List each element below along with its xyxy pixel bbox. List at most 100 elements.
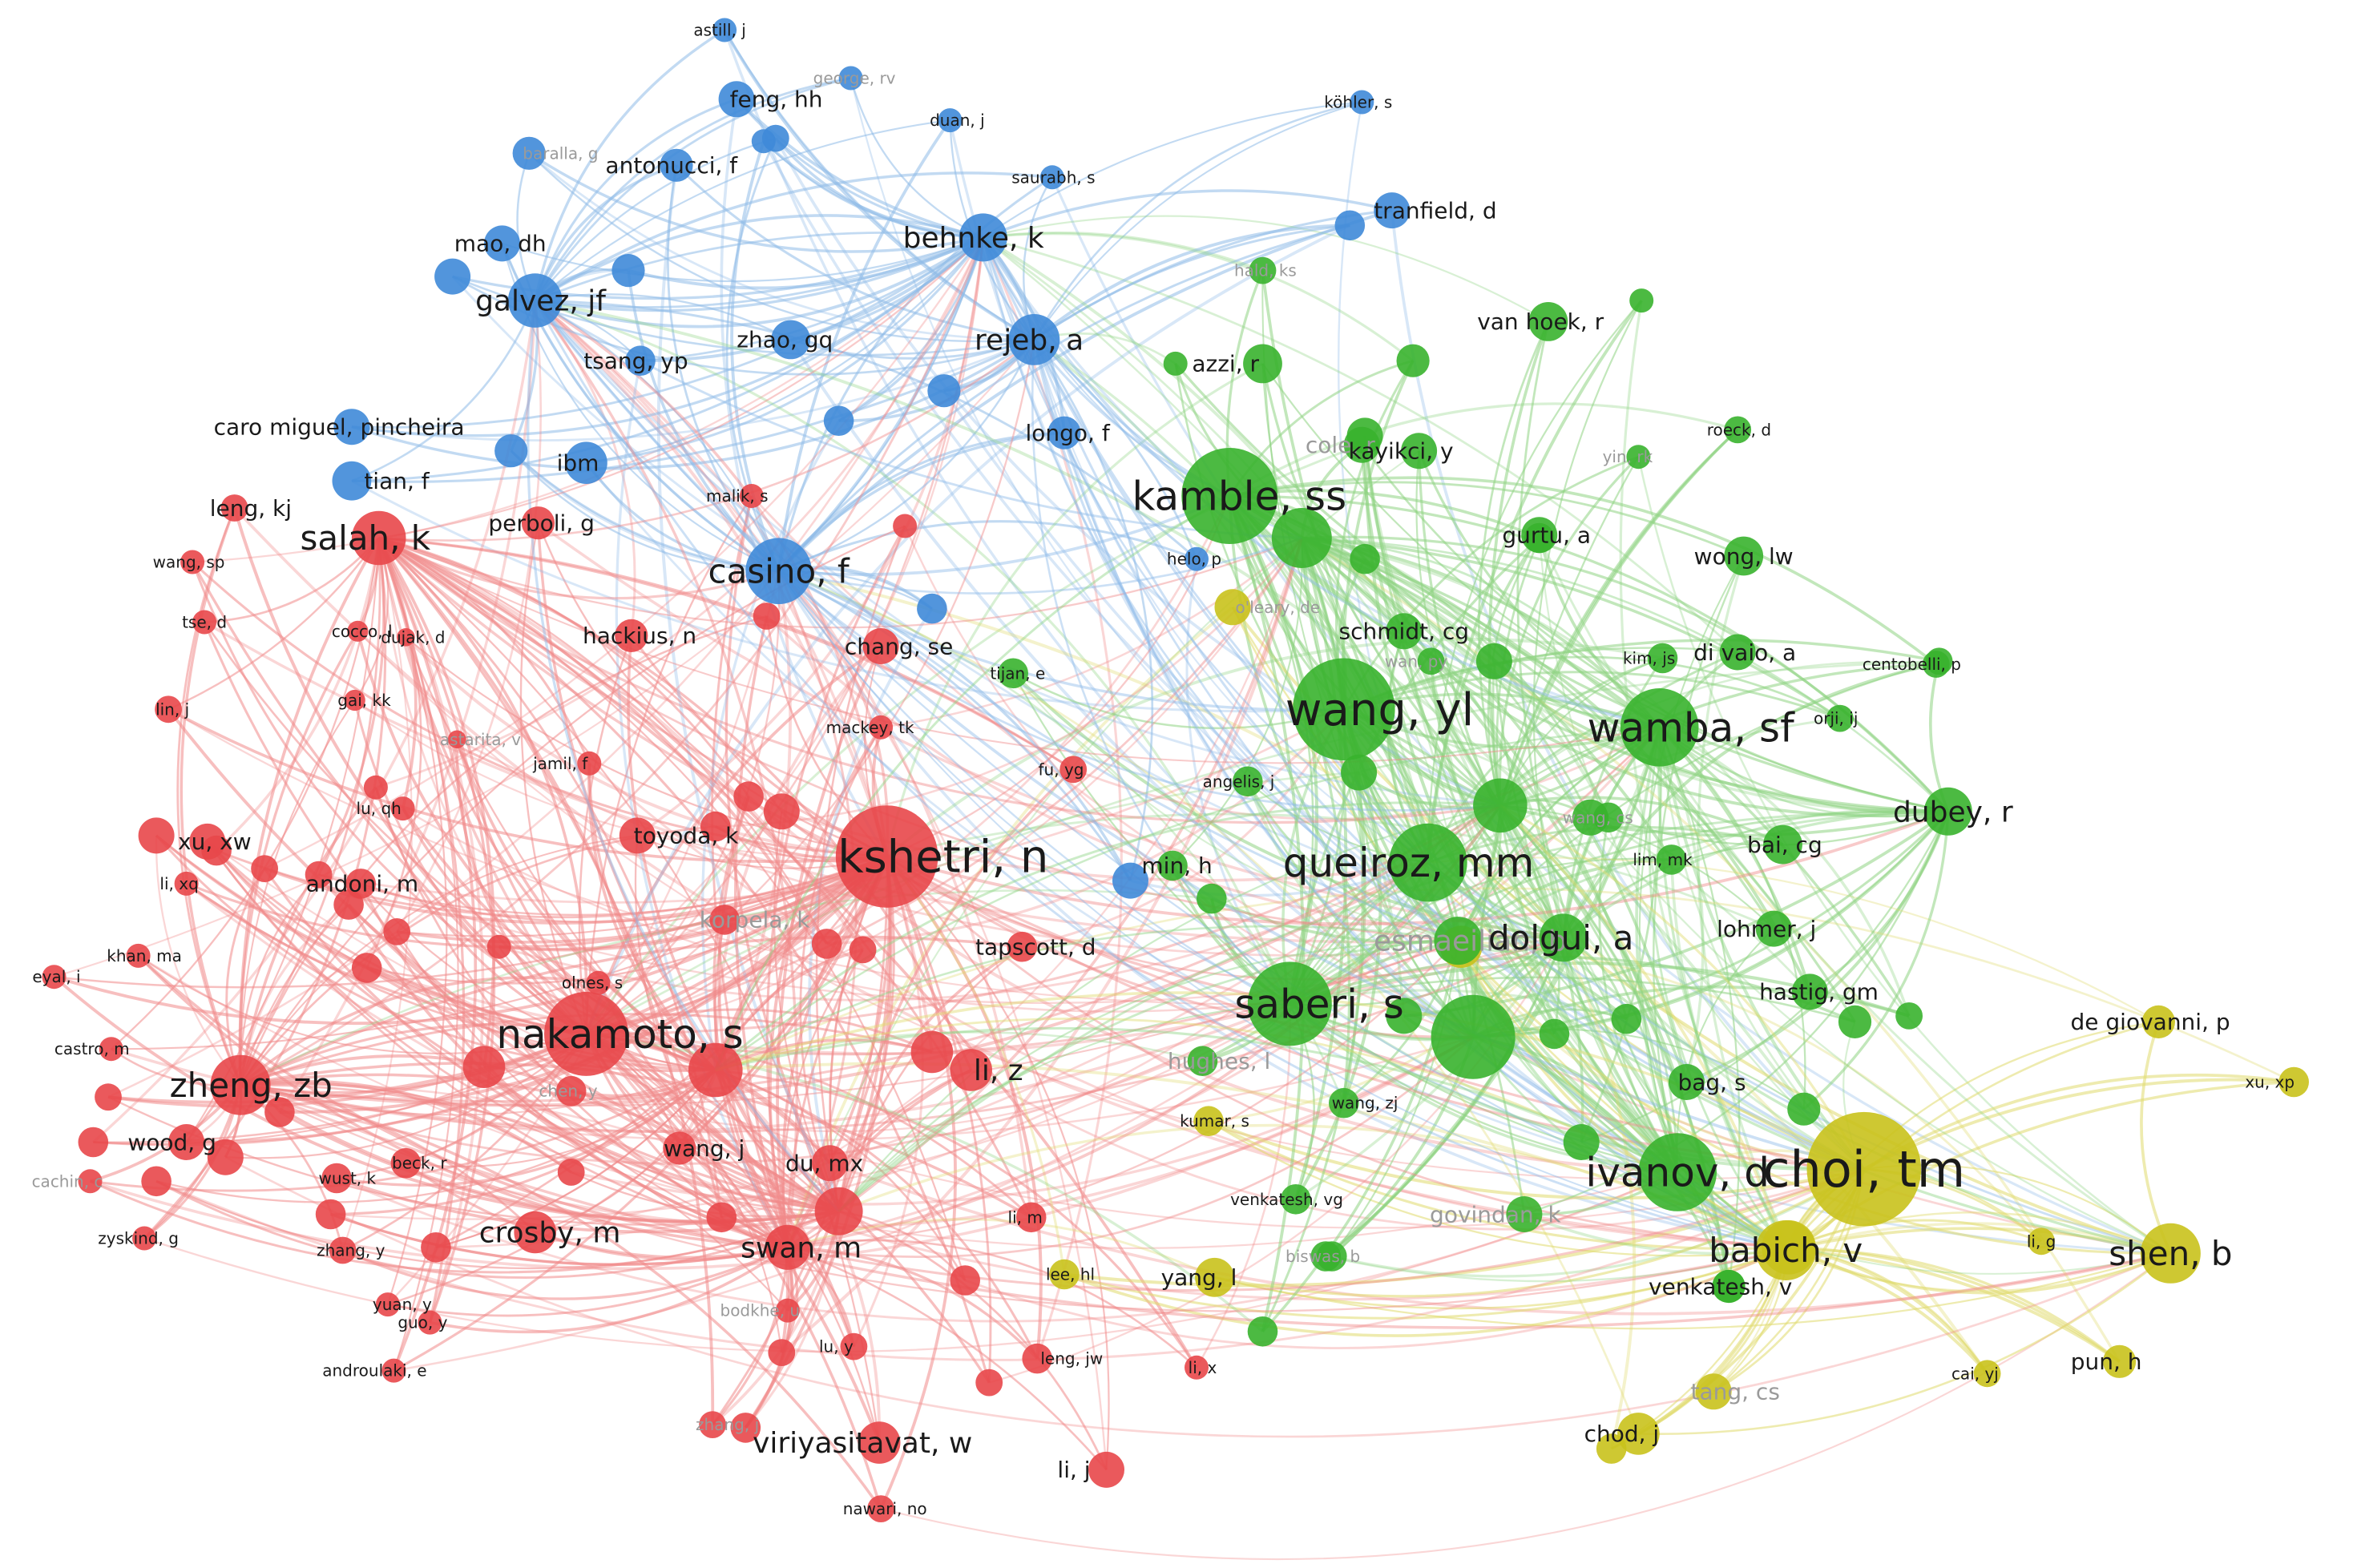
node[interactable] [494,434,528,468]
label-di-vaio[interactable]: di vaio, a [1693,639,1796,666]
node[interactable] [434,258,471,295]
node-baralla[interactable] [512,136,546,170]
label-wang-zj[interactable]: wang, zj [1332,1094,1398,1113]
node-shen[interactable] [2140,1223,2201,1284]
node-wang-zj[interactable] [1329,1087,1359,1119]
node-kamble[interactable] [1181,448,1278,544]
node-li-g[interactable] [2028,1227,2056,1256]
node-castro[interactable] [99,1037,123,1062]
label-tian[interactable]: tian, f [364,468,430,494]
node[interactable] [893,514,918,538]
node[interactable] [141,1166,172,1197]
label-korpela[interactable]: korpela, k [700,907,811,933]
label-kshetri[interactable]: kshetri, n [837,832,1048,884]
node-androulaki[interactable] [381,1358,406,1383]
node-van-hoek[interactable] [1528,302,1568,341]
label-li-x[interactable]: li, x [1189,1358,1217,1377]
label-lu-y[interactable]: lu, y [819,1337,854,1356]
label-tranfield[interactable]: tranfield, d [1374,197,1496,224]
node-de-giovanni[interactable] [2141,1005,2175,1038]
node-zhang-y[interactable] [329,1236,357,1264]
node[interactable] [811,929,842,959]
label-kumar-s[interactable]: kumar, s [1180,1111,1249,1131]
label-lu-qh[interactable]: lu, qh [357,799,402,818]
label-kamble[interactable]: kamble, ss [1132,474,1346,520]
node-xu-xw[interactable] [189,823,226,860]
label-venkatesh-vg[interactable]: venkatesh, vg [1230,1190,1343,1209]
node-hughes[interactable] [1187,1046,1218,1076]
label-li-xq[interactable]: li, xq [159,874,198,893]
node-tian[interactable] [332,461,372,501]
label-hastig[interactable]: hastig, gm [1759,979,1879,1006]
node-min-h[interactable] [1157,850,1188,881]
label-crosby[interactable]: crosby, m [479,1217,621,1250]
label-choi[interactable]: choi, tm [1762,1140,1965,1199]
label-rejeb[interactable]: rejeb, a [975,324,1084,357]
node-gurtu[interactable] [1521,517,1558,554]
label-xu-xw[interactable]: xu, xw [178,828,252,855]
node-esmaeilian[interactable] [1434,917,1483,965]
label-olnes[interactable]: olnes, s [562,973,623,993]
label-angelis[interactable]: angelis, j [1203,772,1275,791]
node[interactable] [1475,643,1512,679]
label-zyskind[interactable]: zyskind, g [98,1229,179,1248]
node-wang-cs[interactable] [1593,802,1624,833]
node-ibm[interactable] [565,441,607,484]
label-wang-sp[interactable]: wang, sp [153,553,225,572]
label-salah[interactable]: salah, k [300,518,430,558]
node[interactable] [462,1046,506,1088]
node[interactable] [557,1159,585,1186]
node-azzi[interactable] [1243,344,1282,384]
label-min-h[interactable]: min, h [1141,853,1212,879]
label-leng-jw[interactable]: leng, jw [1040,1349,1103,1368]
node-centobelli[interactable] [1922,651,1950,678]
node-lu-qh[interactable] [390,796,415,821]
node-kohler[interactable] [1350,90,1374,115]
label-wong[interactable]: wong, lw [1694,543,1794,570]
label-kayikci[interactable]: kayikci, y [1349,438,1454,465]
label-perboli[interactable]: perboli, g [488,510,595,537]
label-tapscott[interactable]: tapscott, d [975,934,1096,961]
node[interactable] [751,129,776,154]
node-xu-xp[interactable] [2278,1066,2309,1098]
node-duan[interactable] [938,108,963,133]
node[interactable] [1247,1316,1278,1347]
node-perboli[interactable] [521,506,555,540]
node-lohmer[interactable] [1755,910,1792,947]
node[interactable] [1271,508,1332,568]
node[interactable] [1539,1018,1570,1050]
node-lu-y[interactable] [840,1332,868,1360]
node[interactable] [753,603,781,630]
node[interactable] [1350,543,1380,574]
node-tapscott[interactable] [1007,931,1038,962]
node[interactable] [733,781,764,812]
node-leng-kj[interactable] [220,494,248,522]
node-li-m[interactable] [1015,1202,1047,1233]
node[interactable] [1197,883,1227,914]
label-hald[interactable]: hald, ks [1234,261,1297,280]
label-ivanov[interactable]: ivanov, d [1585,1150,1770,1196]
label-kohler[interactable]: köhler, s [1324,93,1392,112]
label-antonucci[interactable]: antonucci, f [605,152,738,179]
node-li-x[interactable] [1185,1355,1209,1380]
node-crosby[interactable] [514,1211,556,1254]
label-yuan[interactable]: yuan, y [373,1295,432,1314]
label-lee-hl[interactable]: lee, hl [1046,1265,1095,1284]
node[interactable] [207,1139,244,1175]
label-van-hoek[interactable]: van hoek, r [1477,308,1604,335]
node[interactable] [849,936,877,964]
node-schmidt[interactable] [1386,613,1423,650]
label-pun[interactable]: pun, h [2071,1348,2142,1375]
label-govindan[interactable]: govindan, k [1430,1201,1561,1227]
node-feng[interactable] [718,81,755,118]
label-behnke[interactable]: behnke, k [903,222,1044,255]
node-longo[interactable] [1047,416,1081,449]
label-malik[interactable]: malik, s [706,486,769,506]
label-saberi[interactable]: saberi, s [1234,981,1403,1027]
node[interactable] [706,1202,737,1233]
node-zyskind[interactable] [132,1226,157,1251]
label-zheng-zb[interactable]: zheng, zb [170,1066,333,1105]
node-lin-j[interactable] [155,695,183,724]
node-malik[interactable] [739,484,764,508]
node-chen-y[interactable] [555,1075,587,1106]
